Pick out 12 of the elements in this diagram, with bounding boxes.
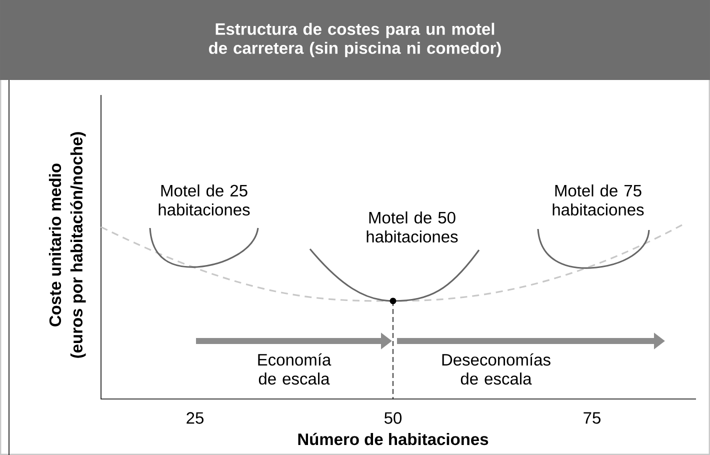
tick-label: 25 xyxy=(186,412,204,424)
axis-title: Número de habitaciones xyxy=(298,432,488,446)
curve-label: Motel de 75 habitaciones xyxy=(552,184,644,216)
tick-label: 50 xyxy=(384,412,402,424)
arrow-label: Deseconomías de escala xyxy=(442,353,550,385)
tick-label: 75 xyxy=(584,412,600,424)
arrow-label: Economía de escala xyxy=(258,353,332,385)
axis-title: (euros por habitación/noche) xyxy=(70,132,86,358)
title-banner: Estructura de costes para un motel de carretera (sin piscina ni comedor) xyxy=(0,0,710,80)
axis-title: Coste unitario medio xyxy=(48,164,62,326)
curve-label: Motel de 50 habitaciones xyxy=(366,211,458,243)
curve-label: Motel de 25 habitaciones xyxy=(158,184,250,216)
